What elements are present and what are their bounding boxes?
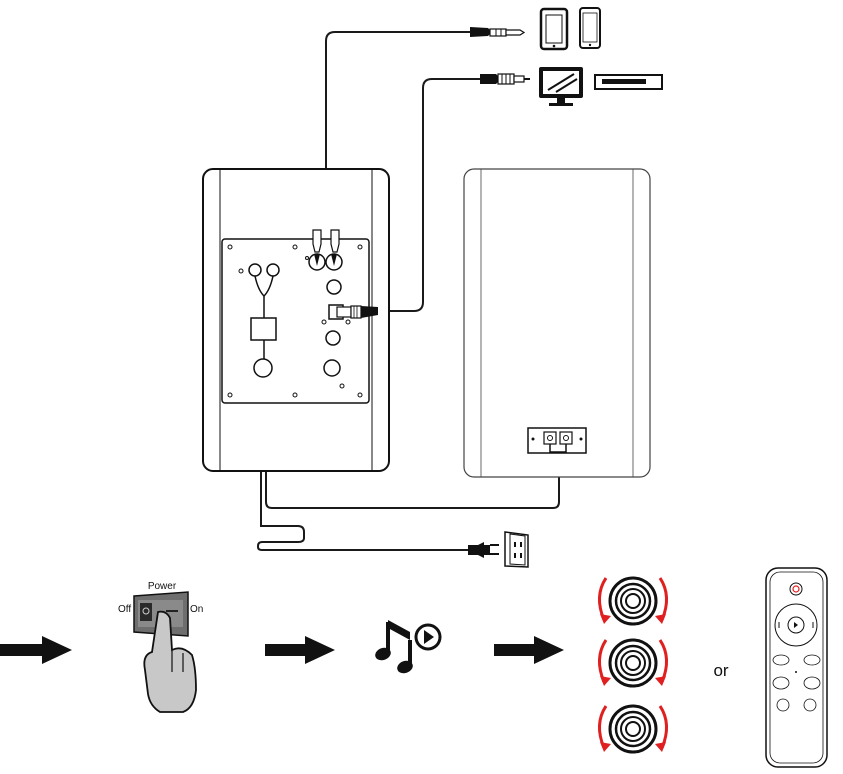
- power-switch: Power Off On: [118, 581, 203, 713]
- remote-control-icon: [765, 567, 828, 768]
- monitor-icon: [539, 67, 583, 106]
- aux-plug: [470, 27, 526, 37]
- rear-panel: [221, 238, 370, 404]
- volume-knob-3: [598, 704, 668, 754]
- music-note-play-icon: [375, 620, 442, 674]
- step-arrows: [0, 636, 564, 664]
- passive-terminal: [527, 427, 587, 454]
- media-player-icon: [594, 74, 663, 90]
- volume-knob-2: [598, 638, 668, 688]
- power-plug: [468, 542, 499, 558]
- or-label: or: [713, 661, 728, 680]
- power-outlet-icon: [504, 531, 529, 568]
- coax-plug: [480, 73, 530, 85]
- svg-text:Off: Off: [118, 604, 131, 615]
- active-speaker-rear: [202, 168, 390, 472]
- passive-speaker-rear: [463, 168, 651, 478]
- volume-knob-1: [598, 576, 668, 626]
- tablet-icon: [539, 7, 569, 51]
- svg-text:Power: Power: [148, 581, 177, 592]
- smartphone-icon: [579, 7, 601, 49]
- svg-text:On: On: [190, 604, 203, 615]
